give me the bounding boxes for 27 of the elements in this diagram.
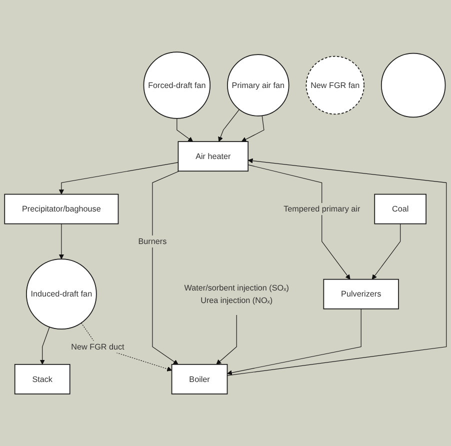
arrow xyxy=(58,224,64,260)
arrow xyxy=(227,308,362,376)
node-box: Air heater xyxy=(178,141,249,172)
arrow xyxy=(372,224,401,280)
arrow xyxy=(218,109,240,142)
arrow xyxy=(176,118,194,142)
arrow xyxy=(216,314,237,365)
node-box: Stack xyxy=(14,364,70,394)
node-box: Pulverizers xyxy=(323,278,399,310)
node-box: Boiler xyxy=(171,364,228,394)
node-circle: New FGR fan xyxy=(306,56,364,115)
node-circle: Induced-draft fan xyxy=(26,258,97,330)
node-circle: Primary air fan xyxy=(227,54,290,116)
arrow xyxy=(40,326,50,365)
arrow xyxy=(241,115,264,142)
node-circle xyxy=(380,52,446,118)
arrow xyxy=(58,162,178,194)
edge-label: Burners xyxy=(138,236,167,246)
node-circle: Forced-draft fan xyxy=(143,52,211,119)
edge-label: New FGR duct xyxy=(71,342,124,352)
arrow xyxy=(226,158,447,376)
node-text: Water/sorbent injection (SOₓ) Urea injection (NOₓ) xyxy=(184,283,289,305)
edge-label: Tempered primary air xyxy=(284,204,360,214)
arrow xyxy=(152,170,180,365)
node-box: Coal xyxy=(374,194,426,224)
node-box: Precipitator/baghouse xyxy=(4,194,119,224)
arrow xyxy=(248,164,350,280)
